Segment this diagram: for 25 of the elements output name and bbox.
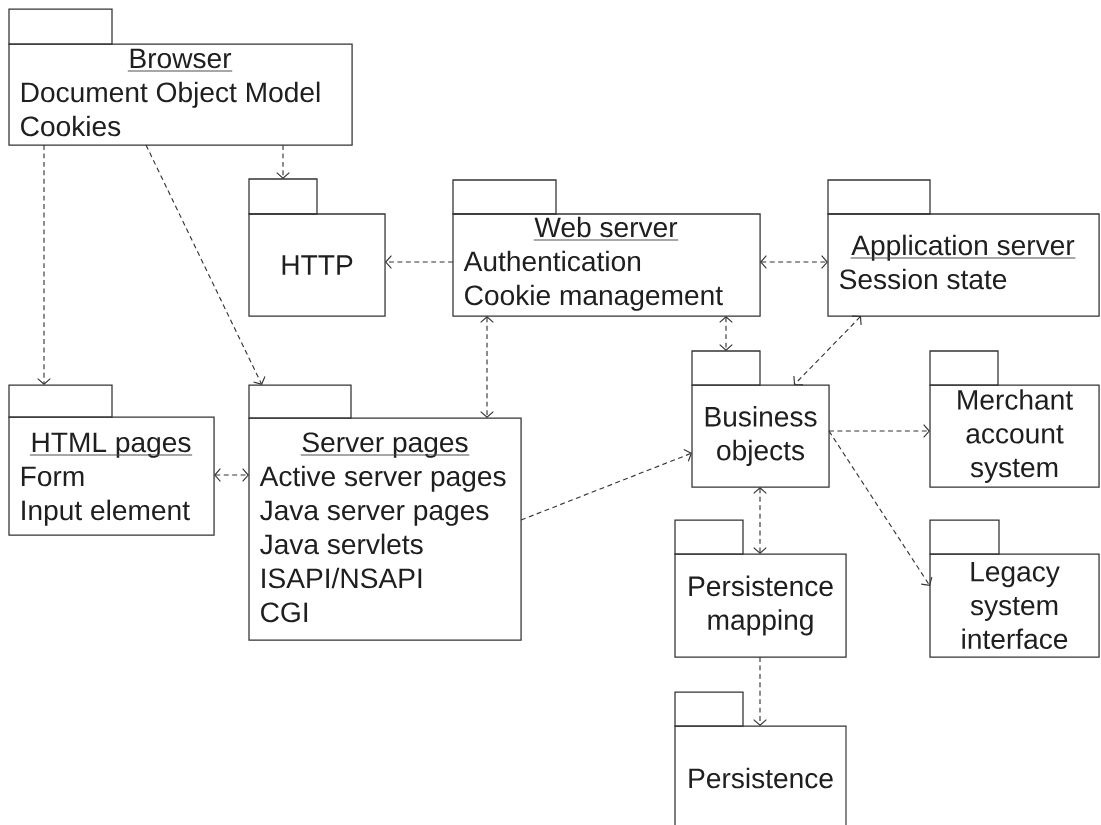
dependency-arrow: [719, 316, 733, 351]
dependency-arrow: [828, 430, 933, 586]
dependency-arrow: [520, 448, 692, 521]
dependency-arrow: [385, 255, 454, 269]
dependency-arrow: [753, 487, 767, 554]
dependency-arrow: [793, 315, 862, 386]
dependency-arrow: [480, 316, 494, 418]
package-box: Legacy system interface: [929, 519, 1100, 658]
dependency-arrow: [828, 424, 930, 438]
package-box: Persistence mapping: [674, 519, 847, 658]
package-box: HTML pages Form Input element: [8, 384, 215, 536]
package-box: Merchant account system: [929, 350, 1100, 488]
dependency-arrow: [214, 468, 249, 482]
dependency-arrow: [37, 144, 51, 385]
dependency-arrow: [276, 144, 290, 179]
dependency-arrow: [760, 255, 828, 269]
package-box: Business objects: [691, 350, 830, 488]
package-box: Browser Document Object Model Cookies: [8, 8, 353, 146]
package-box: Web server Authentication Cookie management: [452, 179, 761, 317]
package-box: Application server Session state: [827, 179, 1100, 317]
dependency-arrow: [145, 144, 266, 385]
package-box: Server pages Active server pages Java server pages Java servlets ISAPI/NSAPI CGI: [248, 384, 522, 641]
dependency-arrow: [753, 656, 767, 726]
package-box: HTTP: [248, 178, 386, 317]
package-box: Persistence: [674, 691, 847, 825]
